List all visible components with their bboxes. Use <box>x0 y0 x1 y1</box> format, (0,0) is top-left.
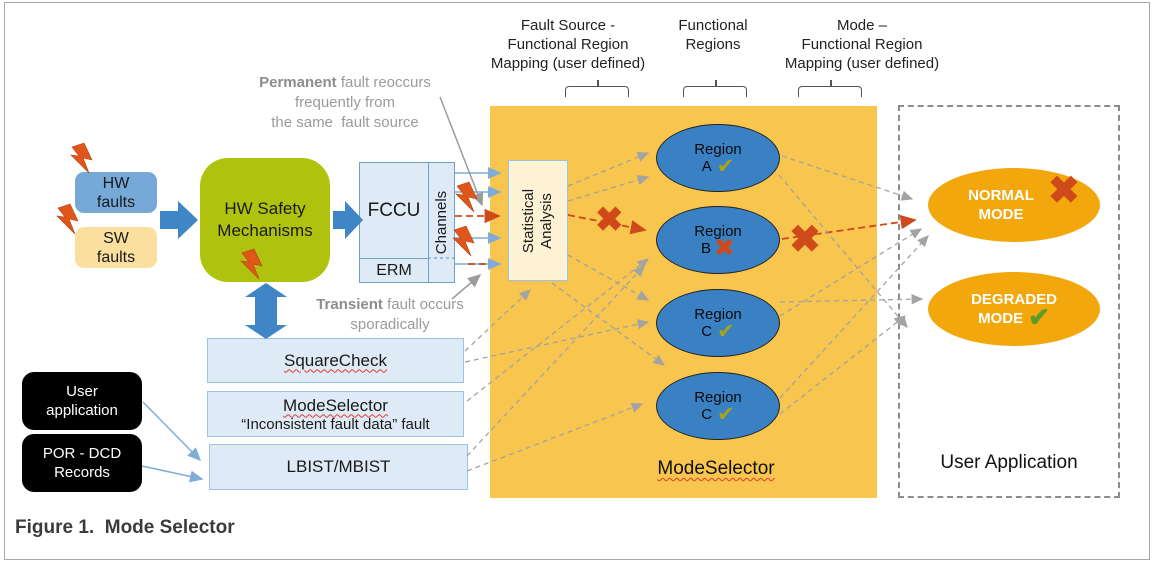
bracket-mode <box>798 80 862 97</box>
pass-check-icon: ✔ <box>717 320 735 343</box>
region-b-ellipse: Region B✖ <box>656 206 780 274</box>
figure-caption: Figure 1. Mode Selector <box>15 517 235 538</box>
label-fault-source-mapping: Fault Source - Functional Region Mapping… <box>490 17 646 72</box>
lbist-mbist-box: LBIST/MBIST <box>209 444 468 490</box>
fccu-compound-box: FCCU ERM Channels <box>359 162 455 283</box>
degraded-mode-ellipse: DEGRADED MODE✔ <box>928 272 1100 346</box>
statistical-analysis-box: Statistical Analysis <box>508 160 568 281</box>
por-dcd-records-box: POR - DCD Records <box>22 434 142 492</box>
region-a-ellipse: Region A✔ <box>656 124 780 192</box>
bracket-regions <box>683 80 747 97</box>
normal-mode-ellipse: NORMAL MODE ✖ <box>928 168 1100 242</box>
label-functional-regions: Functional Regions <box>678 17 748 53</box>
pass-check-icon: ✔ <box>1028 302 1050 332</box>
region-c2-ellipse: Region C✔ <box>656 372 780 440</box>
fail-cross-icon: ✖ <box>1048 170 1080 212</box>
hw-safety-mechanisms-box: HW Safety Mechanisms <box>200 158 330 282</box>
pass-check-icon: ✔ <box>717 403 735 426</box>
fail-cross-icon: ✖ <box>595 201 624 239</box>
user-application-input-box: User application <box>22 372 142 430</box>
erm-cell: ERM <box>360 258 428 283</box>
fail-cross-icon: ✖ <box>789 219 821 261</box>
region-c1-ellipse: Region C✔ <box>656 289 780 357</box>
squarecheck-box: SquareCheck <box>207 338 464 383</box>
sw-faults-box: SW faults <box>75 227 157 268</box>
channels-column: Channels <box>428 163 455 282</box>
bracket-fault-source <box>565 80 629 97</box>
user-application-panel-label: User Application <box>940 452 1078 473</box>
label-mode-mapping: Mode – Functional Region Mapping (user d… <box>784 17 940 72</box>
fccu-cell: FCCU <box>367 199 421 221</box>
permanent-fault-note: Permanent fault reoccurs frequently from… <box>259 74 431 131</box>
fail-cross-icon: ✖ <box>714 234 735 262</box>
figure-border <box>4 2 1150 560</box>
transient-fault-note: Transient fault occurs sporadically <box>316 296 464 333</box>
modeselector-panel-label: ModeSelector <box>657 458 775 479</box>
hw-faults-box: HW faults <box>75 172 157 213</box>
modeselector-box: ModeSelector “Inconsistent fault data” f… <box>207 391 464 437</box>
pass-check-icon: ✔ <box>716 155 735 178</box>
